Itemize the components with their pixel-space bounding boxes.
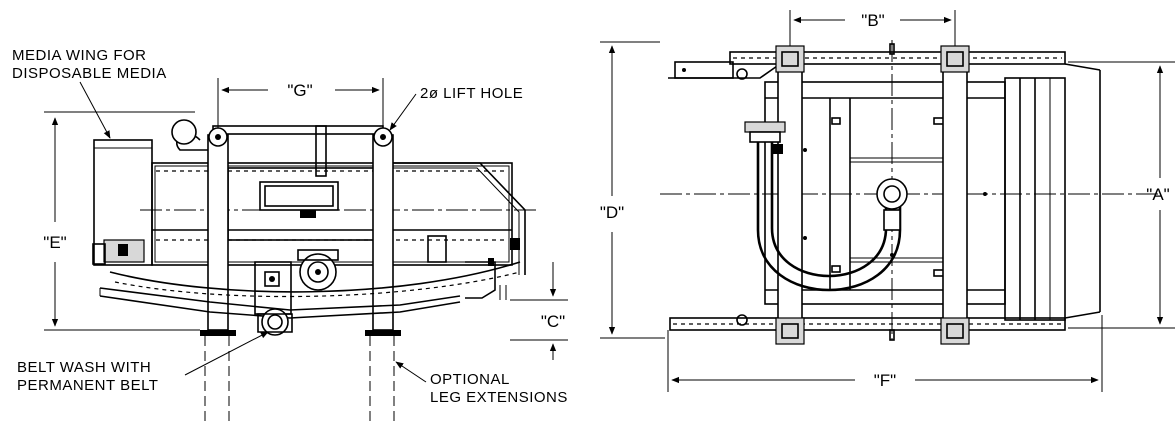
dimension-c: "C": [510, 262, 568, 360]
dimension-e: "E": [43, 111, 200, 331]
callout-leg-extensions: OPTIONAL LEG EXTENSIONS: [395, 361, 568, 406]
callout-media-wing-line1: MEDIA WING FOR: [12, 47, 147, 64]
discharge-chute: [465, 258, 507, 300]
dimension-a: "A": [1068, 61, 1175, 329]
callout-belt-wash: BELT WASH WITH PERMANENT BELT: [17, 331, 269, 394]
top-leg-left: [775, 45, 805, 345]
dimension-g: "G": [217, 78, 384, 128]
leg-right: [365, 127, 401, 425]
dimension-f-label: "F": [874, 371, 896, 390]
callout-belt-wash-line1: BELT WASH WITH: [17, 359, 151, 376]
callout-media-wing-line2: DISPOSABLE MEDIA: [12, 65, 167, 82]
callout-belt-wash-line2: PERMANENT BELT: [17, 377, 158, 394]
dimension-b-label: "B": [861, 11, 884, 30]
leg-left: [200, 127, 236, 425]
top-view: "B" "D" "A" "F": [600, 10, 1175, 392]
belt-wash: [254, 249, 339, 336]
lift-frame: [171, 119, 384, 177]
callout-leg-extensions-line1: OPTIONAL: [430, 371, 510, 388]
dimension-a-label: "A": [1146, 185, 1169, 204]
dimension-d: "D": [600, 41, 665, 339]
dimension-b: "B": [789, 10, 956, 46]
return-pipe: [744, 121, 908, 292]
callout-lift-hole: 2ø LIFT HOLE: [389, 85, 523, 131]
dimension-c-label: "C": [541, 312, 565, 331]
dimension-e-label: "E": [43, 233, 66, 252]
callout-media-wing: MEDIA WING FOR DISPOSABLE MEDIA: [12, 47, 167, 139]
dimension-g-label: "G": [287, 81, 312, 100]
dimension-d-label: "D": [600, 203, 624, 222]
filter-body: [140, 162, 540, 275]
top-leg-right: [940, 45, 970, 345]
drive-motor: [259, 181, 339, 218]
dimension-f: "F": [667, 315, 1103, 392]
side-view: "E" "G" "C" MEDIA WING FOR DISPOSABLE ME…: [12, 47, 568, 425]
control-box: [92, 239, 145, 265]
callout-leg-extensions-line2: LEG EXTENSIONS: [430, 389, 568, 406]
callout-lift-hole-text: 2ø LIFT HOLE: [420, 85, 523, 102]
belt-path: [99, 261, 521, 319]
pump-unit: [427, 235, 447, 263]
